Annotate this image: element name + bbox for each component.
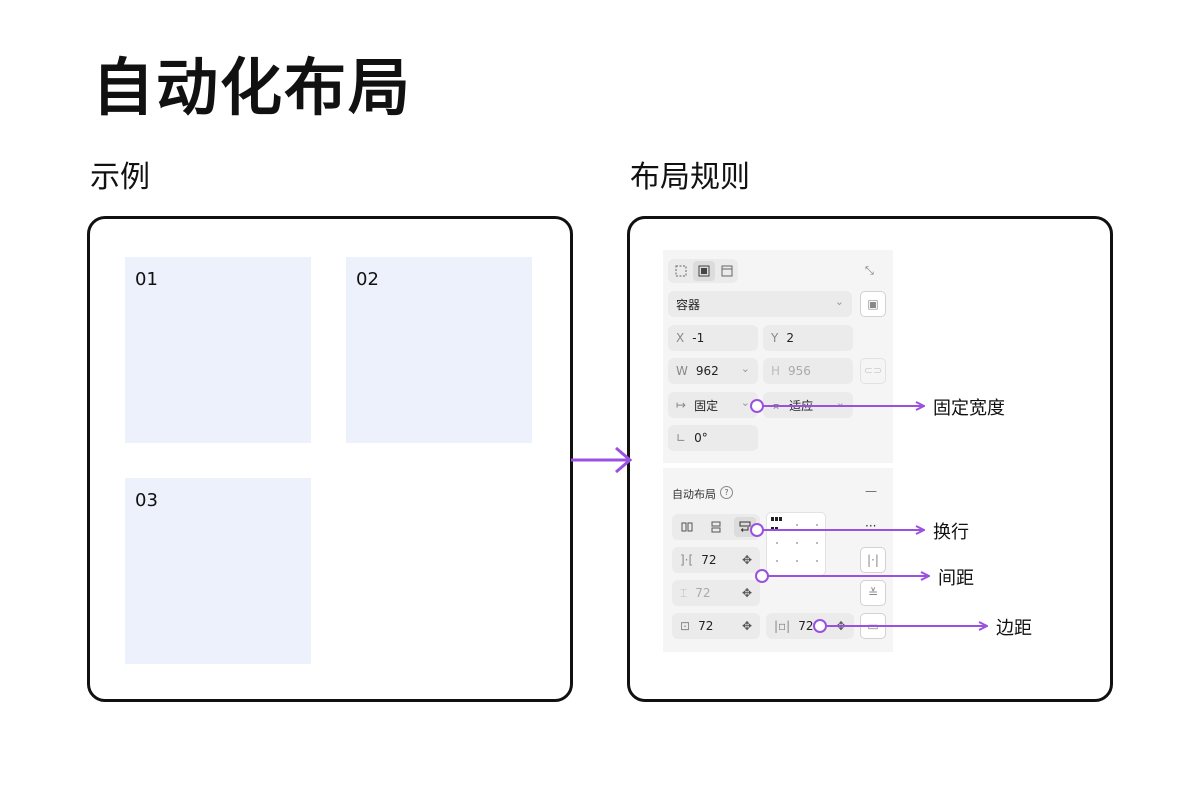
vertical-layout-icon[interactable] [705, 517, 727, 537]
chevron-down-icon: ⌄ [835, 396, 845, 409]
x-label: X [676, 331, 685, 345]
horizontal-resize-icon: ↦ [676, 398, 687, 412]
example-heading: 示例 [90, 160, 150, 195]
angle-icon: ∟ [676, 431, 687, 445]
layout-panel: ⤡ 容器 ⌄ ▣ X -1 Y 2 W 962 ⌄ H 956 ⊂⊃ ↦ 固定 … [663, 250, 893, 652]
container-select[interactable]: 容器 ⌄ [668, 291, 852, 317]
wrap-marker [750, 523, 764, 537]
collapse-arrows-icon[interactable]: ⤡ [865, 264, 874, 277]
vertical-padding-field[interactable]: ⊡ 72 ✥ [672, 613, 760, 639]
vertical-padding-value: 72 [698, 619, 714, 633]
padding-annotation: 边距 [996, 618, 1032, 639]
vertical-gap-icon: ⌶ [680, 585, 688, 600]
move-icon: ✥ [741, 553, 752, 567]
lock-ratio-icon[interactable]: ⊂⊃ [860, 358, 886, 384]
h-field[interactable]: H 956 [763, 358, 853, 384]
tile-02: 02 [346, 257, 532, 443]
section-divider [663, 463, 893, 468]
y-field[interactable]: Y 2 [763, 325, 853, 351]
container-select-value: 容器 [676, 297, 701, 312]
auto-layout-label: 自动布局 [672, 488, 716, 501]
spacing-annotation: 间距 [938, 568, 974, 589]
frame-filled-icon[interactable] [693, 261, 715, 281]
move-icon: ✥ [741, 586, 752, 600]
page-title: 自动化布局 [92, 51, 413, 124]
x-value: -1 [692, 331, 705, 345]
horizontal-gap-value: 72 [701, 553, 717, 567]
help-icon[interactable]: ? [720, 486, 733, 499]
fixed-width-annotation: 固定宽度 [933, 398, 1005, 419]
wrap-annotation: 换行 [933, 522, 969, 543]
tile-01: 01 [125, 257, 311, 443]
chevron-down-icon: ⌄ [740, 362, 750, 375]
width-mode-select[interactable]: ↦ 固定 ⌄ [668, 392, 758, 418]
frame-dashed-icon[interactable] [670, 261, 692, 281]
w-value: 962 [695, 364, 719, 378]
y-value: 2 [786, 331, 794, 345]
more-options-icon[interactable]: ··· [865, 519, 877, 533]
vertical-padding-icon: ⊡ [680, 619, 691, 633]
move-icon: ✥ [741, 619, 752, 633]
frame-type-segmented [668, 259, 738, 283]
horizontal-padding-icon: |▫| [774, 619, 791, 633]
tile-label: 01 [135, 269, 158, 290]
transition-arrow-head [615, 446, 633, 474]
distribute-horizontal-icon[interactable]: |·| [860, 547, 886, 573]
horizontal-padding-value: 72 [798, 619, 814, 633]
chevron-down-icon: ⌄ [834, 295, 844, 308]
distribute-vertical-icon[interactable]: ≚ [860, 580, 886, 606]
horizontal-layout-icon[interactable] [676, 517, 698, 537]
spacing-marker [755, 569, 769, 583]
rotation-field[interactable]: ∟ 0° [668, 425, 758, 451]
tile-label: 02 [356, 269, 379, 290]
vertical-gap-value: 72 [695, 586, 711, 600]
horizontal-gap-field[interactable]: ]·[ 72 ✥ [672, 547, 760, 573]
y-label: Y [771, 331, 779, 345]
h-label: H [771, 364, 781, 378]
tile-03: 03 [125, 478, 311, 664]
tile-label: 03 [135, 490, 158, 511]
rules-heading: 布局规则 [630, 160, 750, 195]
collapse-section-icon[interactable]: — [865, 484, 877, 498]
w-field[interactable]: W 962 ⌄ [668, 358, 758, 384]
chevron-down-icon: ⌄ [740, 396, 750, 409]
x-field[interactable]: X -1 [668, 325, 758, 351]
rotation-value: 0° [694, 431, 708, 445]
width-mode-value: 固定 [694, 398, 719, 413]
h-value: 956 [788, 364, 811, 378]
horizontal-gap-icon: ]·[ [680, 553, 694, 567]
fixed-width-marker [750, 399, 764, 413]
vertical-gap-field[interactable]: ⌶ 72 ✥ [672, 580, 760, 606]
padding-marker [813, 619, 827, 633]
frame-focus-icon[interactable]: ▣ [860, 291, 886, 317]
frame-header-icon[interactable] [716, 261, 738, 281]
w-label: W [676, 364, 688, 378]
